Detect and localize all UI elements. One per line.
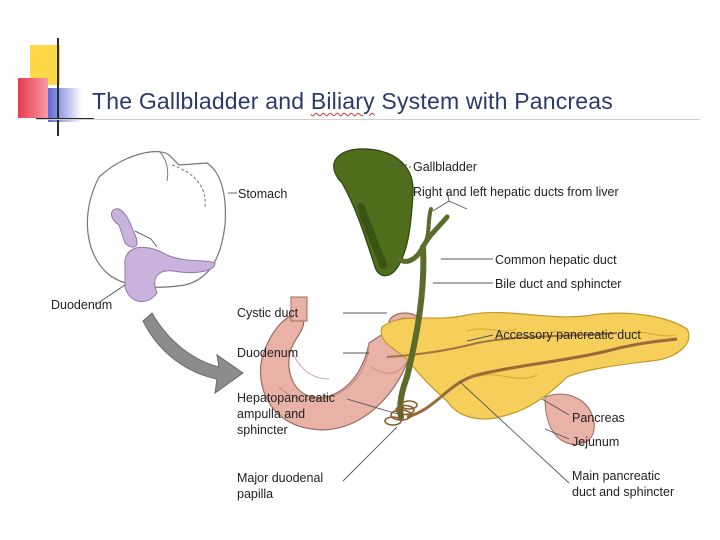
label-gallbladder: Gallbladder [413, 160, 477, 174]
accessory-pancreatic-duct [386, 332, 618, 358]
main-pancreatic-duct [406, 337, 678, 419]
label-stomach: Stomach [238, 187, 287, 201]
deco-blue-square [48, 88, 82, 122]
jejunum-shape [544, 393, 595, 446]
deco-vertical-line [57, 38, 59, 136]
label-ampulla-line2: ampulla and [237, 407, 305, 421]
anatomy-figure: Gallbladder Right and left hepatic ducts… [47, 147, 693, 511]
label-ampulla-line3: sphincter [237, 423, 288, 437]
title-part-1: The Gallbladder and [92, 88, 311, 114]
title-divider [36, 119, 700, 120]
label-hepatic-ducts: Right and left hepatic ducts from liver [413, 185, 619, 199]
leader-lines [228, 164, 570, 484]
deco-red-square [18, 78, 48, 118]
label-ampulla-line1: Hepatopancreatic [237, 391, 335, 405]
title-squiggly-word: Biliary [310, 88, 375, 114]
biliary-ducts [396, 207, 450, 420]
label-duodenum-thumbnail: Duodenum [51, 298, 112, 312]
label-cystic-duct: Cystic duct [237, 306, 299, 320]
label-main-duct-line2: duct and sphincter [572, 485, 674, 499]
title-part-2: System with Pancreas [374, 88, 613, 114]
sphincter-coil [384, 400, 418, 426]
label-papilla-line2: papilla [237, 487, 273, 501]
thumbnail-overview [86, 150, 244, 395]
label-duodenum: Duodenum [237, 346, 298, 360]
gallbladder-shape [333, 148, 414, 277]
label-accessory-duct: Accessory pancreatic duct [495, 328, 641, 342]
pancreas-shape [380, 312, 690, 420]
label-bile-duct: Bile duct and sphincter [495, 277, 621, 291]
label-main-duct-line1: Main pancreatic [572, 469, 660, 483]
label-pancreas: Pancreas [572, 411, 625, 425]
label-papilla-line1: Major duodenal [237, 471, 323, 485]
label-common-hepatic-duct: Common hepatic duct [495, 253, 617, 267]
label-jejunum: Jejunum [572, 435, 619, 449]
slide-title: The Gallbladder and Biliary System with … [92, 88, 613, 115]
